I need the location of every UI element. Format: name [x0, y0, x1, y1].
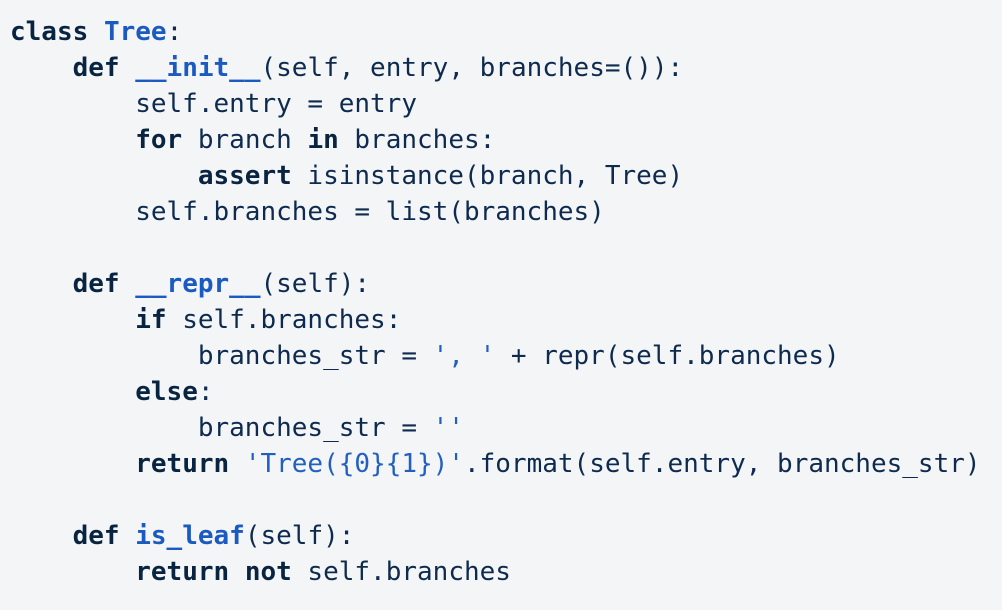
code-line: self.branches = list(branches)	[10, 194, 1002, 230]
code-line	[10, 482, 1002, 518]
code-token-pl: self.branches:	[166, 305, 402, 335]
code-token-pl	[88, 17, 104, 47]
code-token-kw: else	[135, 377, 198, 407]
code-line: branches_str = ', ' + repr(self.branches…	[10, 338, 1002, 374]
code-token-nm: is_leaf	[135, 521, 245, 551]
code-line: self.entry = entry	[10, 86, 1002, 122]
code-token-kw: return	[135, 557, 230, 587]
code-line: def __init__(self, entry, branches=()):	[10, 50, 1002, 86]
code-token-pl: isinstance(branch, Tree)	[291, 161, 684, 191]
code-token-st: ', '	[432, 341, 496, 371]
code-token-nm: __repr__	[135, 269, 261, 299]
code-token-pl	[120, 521, 136, 551]
code-token-kw: return	[135, 449, 230, 479]
code-line: return not self.branches	[10, 554, 1002, 590]
code-token-kw: if	[135, 305, 167, 335]
code-token-pl	[10, 125, 135, 155]
code-token-kw: in	[307, 125, 339, 155]
code-line: for branch in branches:	[10, 122, 1002, 158]
code-token-pl: (self):	[244, 521, 355, 551]
code-token-pl: self.entry = entry	[10, 89, 417, 119]
code-token-kw: not	[244, 557, 292, 587]
code-token-pl: (self, entry, branches=()):	[260, 53, 684, 83]
code-line: branches_str = ''	[10, 410, 1002, 446]
code-token-pl	[120, 269, 136, 299]
code-token-pl	[229, 557, 245, 587]
code-token-st: 'Tree({0}{1})'	[244, 449, 464, 479]
code-line: class Tree:	[10, 14, 1002, 50]
code-line	[10, 230, 1002, 266]
code-token-pl: branch	[182, 125, 308, 155]
code-token-kw: assert	[197, 161, 292, 191]
code-token-pl: :	[166, 17, 183, 47]
code-token-pl: :	[197, 377, 214, 407]
code-line: else:	[10, 374, 1002, 410]
code-line: assert isinstance(branch, Tree)	[10, 158, 1002, 194]
code-token-pl: .format(self.entry, branches_str)	[463, 449, 981, 479]
code-token-pl	[229, 449, 245, 479]
code-token-kw: def	[72, 53, 120, 83]
code-line: def is_leaf(self):	[10, 518, 1002, 554]
code-token-pl	[10, 521, 73, 551]
code-token-pl	[10, 377, 135, 407]
code-line: if self.branches:	[10, 302, 1002, 338]
code-token-pl	[10, 269, 73, 299]
code-token-pl	[10, 53, 73, 83]
code-token-pl: branches_str =	[10, 413, 433, 443]
code-token-kw: def	[72, 521, 120, 551]
code-token-pl: branches:	[338, 125, 496, 155]
code-line: def __repr__(self):	[10, 266, 1002, 302]
code-token-kw: for	[135, 125, 183, 155]
code-token-kw: class	[10, 17, 89, 47]
code-token-pl	[10, 449, 135, 479]
code-token-pl: + repr(self.branches)	[495, 341, 840, 371]
code-token-nm: __init__	[135, 53, 261, 83]
code-token-pl	[120, 53, 136, 83]
code-token-nm: Tree	[103, 17, 167, 47]
code-token-st: ''	[432, 413, 464, 443]
code-token-kw: def	[72, 269, 120, 299]
code-token-pl	[10, 557, 135, 587]
code-token-pl: self.branches = list(branches)	[10, 197, 605, 227]
code-token-pl: (self):	[260, 269, 371, 299]
code-token-pl	[10, 161, 198, 191]
code-token-pl: branches_str =	[10, 341, 433, 371]
code-token-pl	[10, 305, 135, 335]
code-token-pl: self.branches	[291, 557, 511, 587]
code-line: return 'Tree({0}{1})'.format(self.entry,…	[10, 446, 1002, 482]
